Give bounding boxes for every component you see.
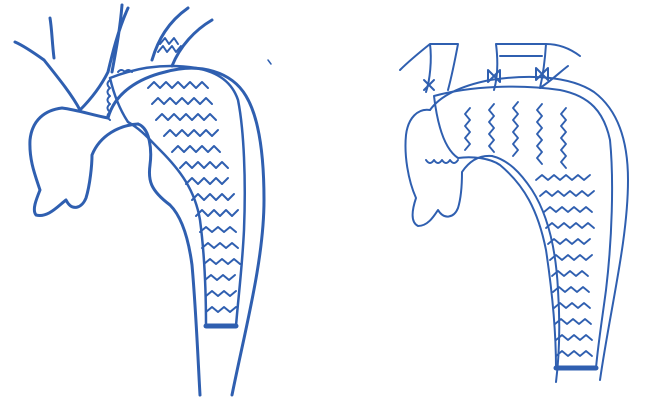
left-panel-aorta-stent [15,5,271,395]
right-aorta-ascending [405,110,492,226]
right-arch-outer [430,77,628,380]
right-branch-2 [494,44,546,90]
left-branch-subclavian [152,8,212,66]
left-stray-mark [268,60,271,64]
left-aorta-outer-wall [30,108,138,215]
left-branch-brachiocephalic [15,5,128,110]
right-panel-aorta-branched-stent [400,44,628,382]
right-stent-rings [465,102,594,356]
right-stent-graft-outline [434,87,612,368]
right-proximal-scallops [426,160,458,163]
left-arch-inner [138,124,200,395]
